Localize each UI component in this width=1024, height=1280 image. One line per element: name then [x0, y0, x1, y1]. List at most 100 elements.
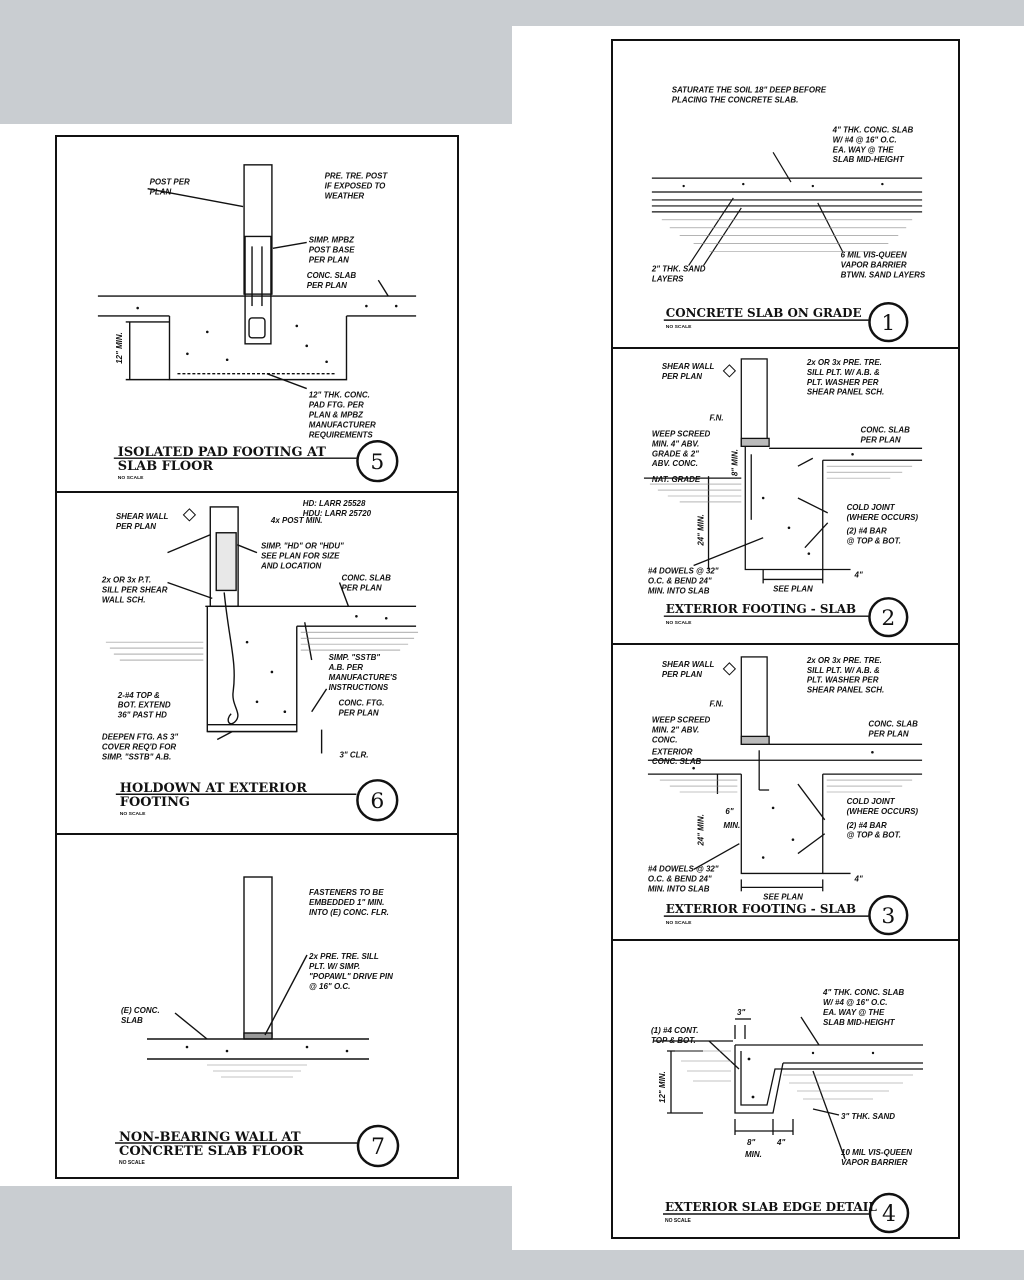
note-fn: F.N. — [710, 700, 724, 709]
dim-24-min: 24" MIN. — [697, 514, 706, 547]
note-cold-joint-2: (WHERE OCCURS) — [847, 513, 919, 522]
note-slab-4: SLAB MID-HEIGHT — [823, 1018, 896, 1027]
note-weep-1: WEEP SCREED — [652, 429, 711, 438]
note-weep-2: MIN. 2" ABV. — [652, 725, 699, 734]
detail-3-title: EXTERIOR FOOTING - SLAB — [666, 902, 856, 916]
detail-7-number-circle — [356, 1124, 400, 1168]
detail-5-number-circle — [356, 440, 399, 483]
note-shear-wall-2: PER PLAN — [662, 372, 702, 381]
note-bar-1: 2-#4 TOP & — [117, 691, 160, 700]
note-hd-larr: HD: LARR 25528 — [303, 499, 366, 508]
note-slab-3: EA. WAY @ THE — [833, 145, 895, 154]
detail-4-number: 4 — [882, 1202, 896, 1227]
note-hdu-larr: HDU: LARR 25720 — [303, 509, 372, 518]
note-conc-slab-1: CONC. SLAB — [307, 271, 357, 280]
dim-4: 4" — [854, 570, 863, 579]
dim-12-min: 12" MIN. — [115, 332, 124, 364]
note-slab-1: 4" THK. CONC. SLAB — [822, 988, 904, 997]
note-conc-ftg-2: PER PLAN — [339, 709, 379, 718]
detail-2-title: EXTERIOR FOOTING - SLAB — [666, 602, 856, 616]
note-slab-3: EA. WAY @ THE — [823, 1008, 885, 1017]
note-sill-3: WALL SCH. — [102, 595, 146, 604]
note-pre-tre-post-3: WEATHER — [325, 192, 365, 201]
note-shear-wall-2: PER PLAN — [662, 670, 702, 679]
right-detail-frame: SATURATE THE SOIL 18" DEEP BEFORE PLACIN… — [611, 39, 960, 1239]
note-pre-tre-post-2: IF EXPOSED TO — [325, 182, 387, 191]
detail-3-exterior-footing-slab: SHEAR WALL PER PLAN 2x OR 3x PRE. TRE. S… — [613, 645, 958, 941]
note-pad-ftg-2: PAD FTG. PER — [309, 400, 364, 409]
detail-4-scale: NO SCALE — [665, 1218, 692, 1224]
detail-5-title-line1: ISOLATED PAD FOOTING AT — [118, 445, 326, 460]
note-bar-2: @ TOP & BOT. — [847, 831, 901, 840]
detail-5-title-line2: SLAB FLOOR — [118, 459, 214, 474]
detail-4-exterior-slab-edge: 4" THK. CONC. SLAB W/ #4 @ 16" O.C. EA. … — [613, 941, 958, 1237]
note-cold-joint-1: COLD JOINT — [847, 797, 896, 806]
note-visqueen-2: VAPOR BARRIER — [841, 261, 907, 270]
detail-6-number: 6 — [370, 789, 384, 814]
note-cont-bar-2: TOP & BOT. — [651, 1036, 696, 1045]
note-post-per-plan-1: POST PER — [150, 178, 190, 187]
note-post-per-plan-2: PLAN — [150, 188, 172, 197]
note-bar-2: BOT. EXTEND — [118, 701, 171, 710]
note-fasteners-2: EMBEDDED 1" MIN. — [309, 898, 384, 907]
detail-1-number: 1 — [881, 311, 895, 336]
note-nat-grade: NAT. GRADE — [652, 475, 701, 484]
note-pad-ftg-4: MANUFACTURER — [309, 420, 376, 429]
detail-3-drawing: SHEAR WALL PER PLAN 2x OR 3x PRE. TRE. S… — [648, 656, 923, 936]
note-conc-slab-2: PER PLAN — [342, 583, 382, 592]
note-conc-slab-2: PER PLAN — [868, 729, 908, 738]
left-sheet: POST PER PLAN PRE. TRE. POST IF EXPOSED … — [0, 124, 512, 1186]
note-exterior-slab-1: EXTERIOR — [652, 747, 693, 756]
dim-24-min: 24" MIN. — [697, 814, 706, 847]
note-sand-2: LAYERS — [652, 274, 684, 283]
note-shear-wall-2: PER PLAN — [116, 522, 156, 531]
note-sill-2: SILL PLT. W/ A.B. & — [807, 666, 880, 675]
note-4x-post-min: 4x POST MIN. — [270, 516, 323, 525]
note-sill-1: 2x PRE. TRE. SILL — [308, 952, 379, 961]
detail-1-drawing: SATURATE THE SOIL 18" DEEP BEFORE PLACIN… — [651, 86, 926, 343]
note-shear-wall-1: SHEAR WALL — [662, 660, 715, 669]
note-deepen-2: COVER REQ'D FOR — [102, 742, 176, 751]
detail-7-drawing: FASTENERS TO BE EMBEDDED 1" MIN. INTO (E… — [115, 876, 400, 1168]
detail-4-title: EXTERIOR SLAB EDGE DETAIL — [665, 1200, 877, 1214]
note-exterior-slab-2: CONC. SLAB — [652, 757, 702, 766]
detail-5-number: 5 — [370, 450, 384, 475]
detail-5-drawing: POST PER PLAN PRE. TRE. POST IF EXPOSED … — [97, 164, 417, 483]
detail-6-scale: NO SCALE — [120, 811, 146, 817]
detail-1-scale: NO SCALE — [666, 324, 692, 330]
note-visqueen-1: 10 MIL VIS-QUEEN — [841, 1148, 912, 1157]
note-sill-2: SILL PER SHEAR — [102, 585, 168, 594]
note-weep-2: MIN. 4" ABV. — [652, 439, 699, 448]
note-sill-4: SHEAR PANEL SCH. — [807, 686, 884, 695]
detail-7-title-line1: NON-BEARING WALL AT — [119, 1130, 301, 1145]
note-deepen-3: SIMP. "SSTB" A.B. — [102, 752, 171, 761]
note-bar-1: (2) #4 BAR — [847, 527, 887, 536]
dim-6: 6" — [725, 807, 733, 816]
note-pad-ftg-5: REQUIREMENTS — [309, 430, 374, 439]
detail-2-drawing: SHEAR WALL PER PLAN 2x OR 3x PRE. TRE. S… — [643, 358, 923, 638]
detail-1-number-circle — [868, 302, 909, 343]
note-weep-4: ABV. CONC. — [651, 459, 698, 468]
dim-4: 4" — [776, 1138, 785, 1147]
dim-min: MIN. — [745, 1150, 762, 1159]
detail-3-scale: NO SCALE — [666, 920, 692, 926]
note-saturate-1: SATURATE THE SOIL 18" DEEP BEFORE — [672, 86, 827, 95]
note-shear-wall-1: SHEAR WALL — [662, 362, 715, 371]
note-sill-3: PLT. WASHER PER — [807, 378, 879, 387]
note-slab-1: 4" THK. CONC. SLAB — [832, 125, 914, 134]
note-sill-1: 2x OR 3x PRE. TRE. — [806, 656, 882, 665]
left-detail-frame: POST PER PLAN PRE. TRE. POST IF EXPOSED … — [55, 135, 459, 1179]
detail-7-non-bearing-wall: FASTENERS TO BE EMBEDDED 1" MIN. INTO (E… — [57, 835, 457, 1177]
detail-6-title-line2: FOOTING — [120, 795, 190, 810]
detail-1-title: CONCRETE SLAB ON GRADE — [666, 306, 862, 320]
dim-see-plan: SEE PLAN — [773, 584, 813, 593]
detail-2-number-circle — [868, 597, 909, 638]
note-simp-mpbz-2: POST BASE — [309, 245, 356, 254]
note-sstb-2: A.B. PER — [328, 663, 364, 672]
detail-7-scale: NO SCALE — [119, 1160, 146, 1166]
note-sill-1: 2x OR 3x P.T. — [101, 575, 151, 584]
detail-6-number-circle — [356, 779, 399, 822]
detail-3-number-circle — [868, 895, 909, 936]
note-simp-hd-3: AND LOCATION — [260, 562, 322, 571]
note-simp-mpbz-3: PER PLAN — [309, 255, 349, 264]
